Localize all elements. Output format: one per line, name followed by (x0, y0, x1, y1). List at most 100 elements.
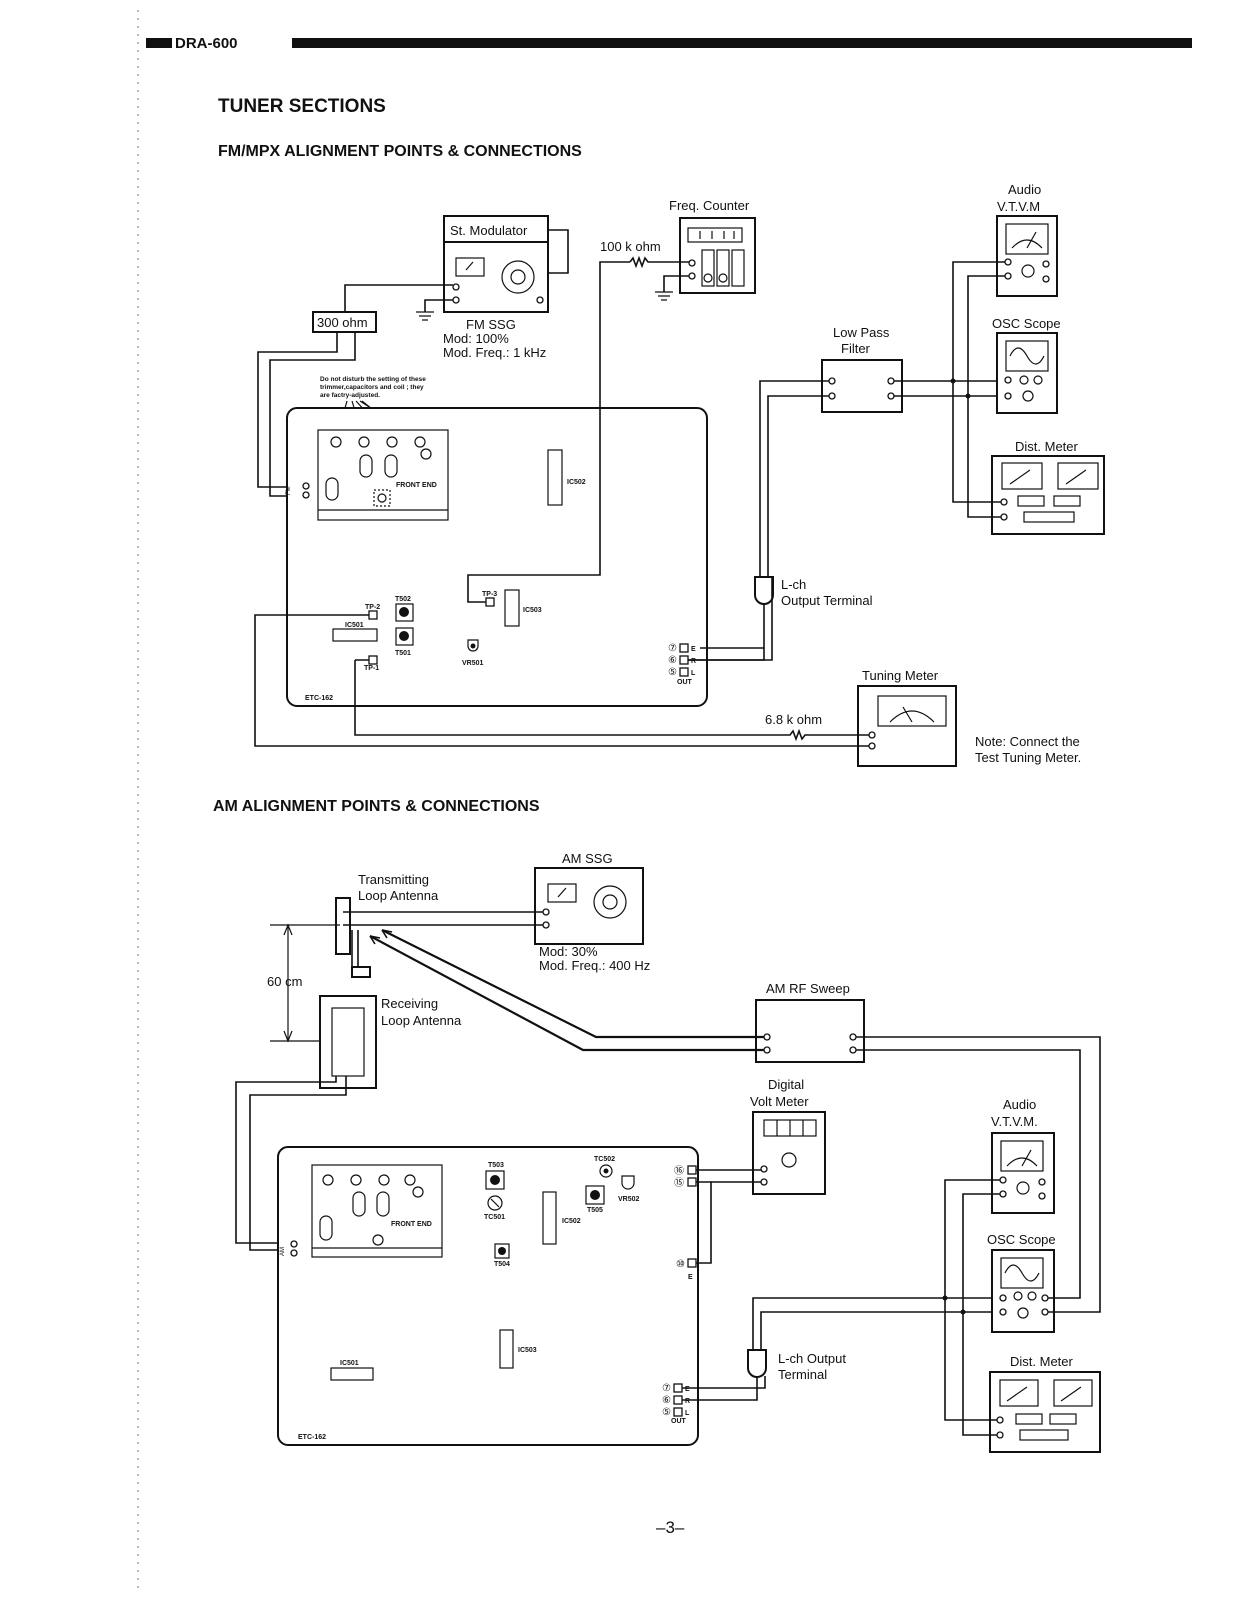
fm-input-pin: FM (286, 486, 292, 495)
am-ssg-meter-icon (547, 883, 577, 903)
tp1-test-point (368, 655, 378, 665)
tuning-meter-unit: Tuning Meter (857, 668, 957, 767)
sine-wave-icon (1009, 347, 1045, 365)
fm-audio-vtvm-label-2: V.T.V.M (997, 199, 1040, 214)
am-audio-vtvm-unit: Audio V.T.V.M. (991, 1097, 1055, 1214)
vr502-trimmer-icon (621, 1175, 635, 1190)
t504-label: T504 (494, 1261, 510, 1268)
tx-loop-label-1: Transmitting (358, 872, 429, 887)
am-osc-label: OSC Scope (987, 1232, 1056, 1247)
fm-ssg-unit: St. Modulator FM SSG Mod: 100% Mod. Freq… (443, 215, 569, 360)
ic501-chip (332, 628, 378, 642)
rx-loop-label-2: Loop Antenna (381, 1013, 462, 1028)
tp2-label: TP-2 (365, 604, 380, 611)
trimmer-icon (420, 448, 432, 460)
am-ic501-label: IC501 (340, 1360, 359, 1367)
tp3-label: TP-3 (482, 591, 497, 598)
fm-osc-label: OSC Scope (992, 316, 1061, 331)
svg-text:E: E (688, 1274, 693, 1281)
resistor-icon (629, 255, 689, 269)
digital-volt-meter-unit: Digital Volt Meter (750, 1077, 826, 1195)
tx-loop-label-2: Loop Antenna (358, 888, 439, 903)
t503-coil (485, 1170, 505, 1190)
t501-coil (395, 627, 414, 646)
am-ic503-label: IC503 (518, 1347, 537, 1354)
page-number: –3– (656, 1518, 685, 1537)
svg-text:⑦: ⑦ (662, 1383, 671, 1394)
am-ssg-mod: Mod: 30% (539, 944, 598, 959)
dvm-label-2: Volt Meter (750, 1094, 809, 1109)
fm-audio-vtvm-label-1: Audio (1008, 182, 1041, 197)
am-input-pin: AM (280, 1247, 286, 1256)
tc501-trimmer-icon (487, 1195, 503, 1211)
t505-label: T505 (587, 1207, 603, 1214)
am-ssg-unit: AM SSG Mod: 30% Mod. Freq.: 400 Hz (534, 851, 650, 973)
am-front-end-label: FRONT END (391, 1221, 432, 1228)
sine-wave-icon (1004, 1264, 1040, 1282)
fm-pcb-board (286, 407, 708, 707)
svg-text:L: L (685, 1410, 690, 1417)
vr501-trimmer-icon (467, 639, 479, 652)
am-ssg-dial-icon (593, 885, 627, 919)
distance-label: 60 cm (267, 974, 302, 989)
svg-text:⑦: ⑦ (668, 643, 677, 654)
svg-text:E: E (691, 646, 696, 653)
trimmer-icon (330, 436, 342, 448)
rx-loop-label-1: Receiving (381, 996, 438, 1011)
tuning-resistor-label: 6.8 k ohm (765, 712, 822, 727)
t505-coil (585, 1185, 605, 1205)
lpf-label-2: Filter (841, 341, 871, 356)
t504-coil (494, 1243, 510, 1259)
fm-ssg-dial-icon (501, 260, 535, 294)
t502-label: T502 (395, 596, 411, 603)
svg-text:⑤: ⑤ (668, 667, 677, 678)
dvm-label-1: Digital (768, 1077, 804, 1092)
am-dist-meter-unit: Dist. Meter (989, 1354, 1101, 1453)
am-ssg-name: AM SSG (562, 851, 613, 866)
tc501-label: TC501 (484, 1214, 505, 1221)
am-ic502-chip (542, 1191, 557, 1245)
coil-icon (377, 493, 387, 503)
am-board-test-pins: ⑯ ⑮ ⑩ E (674, 1165, 697, 1281)
am-section-title: AM ALIGNMENT POINTS & CONNECTIONS (213, 798, 540, 815)
tp2-test-point (368, 610, 378, 620)
svg-text:⑯: ⑯ (674, 1165, 684, 1177)
svg-text:L: L (691, 670, 696, 677)
fm-lch-label-2: Output Terminal (781, 593, 873, 608)
vr502-label: VR502 (618, 1196, 640, 1203)
tc502-trimmer-icon (599, 1164, 613, 1178)
fm-osc-scope-unit: OSC Scope (992, 316, 1061, 414)
am-ssg-freq: Mod. Freq.: 400 Hz (539, 958, 650, 973)
st-modulator-label: St. Modulator (450, 223, 528, 238)
svg-text:R: R (691, 658, 696, 665)
trimmer-icon (358, 436, 370, 448)
svg-text:⑩: ⑩ (676, 1259, 685, 1270)
am-dist-label: Dist. Meter (1010, 1354, 1074, 1369)
am-lch-label-2: Terminal (778, 1367, 827, 1382)
svg-text:⑤: ⑤ (662, 1407, 671, 1418)
ground-symbol (655, 291, 673, 301)
fm-ssg-meter-icon (455, 257, 485, 277)
rx-loop-antenna-icon (319, 995, 377, 1089)
warning-line-2: trimmer,capacitors and coil ; they (320, 384, 424, 391)
header-bar: DRA-600 (146, 35, 1192, 52)
low-pass-filter-unit: Low Pass Filter (821, 325, 903, 413)
warning-line-1: Do not disturb the setting of these (320, 376, 426, 383)
ic502-chip (547, 449, 563, 506)
tp1-label: TP-1 (364, 665, 379, 672)
fm-ssg-freq: Mod. Freq.: 1 kHz (443, 345, 546, 360)
am-ic503-chip (499, 1329, 514, 1369)
ic503-label: IC503 (523, 607, 542, 614)
am-ic501-chip (330, 1367, 374, 1381)
am-osc-scope-unit: OSC Scope (987, 1232, 1056, 1333)
trimmer-icon (386, 436, 398, 448)
t501-label: T501 (395, 650, 411, 657)
tp3-test-point (485, 597, 495, 607)
am-audio-vtvm-label-1: Audio (1003, 1097, 1036, 1112)
fm-dist-meter-unit: Dist. Meter (991, 439, 1105, 535)
ic502-label: IC502 (567, 479, 586, 486)
svg-text:R: R (685, 1398, 690, 1405)
am-ic502-label: IC502 (562, 1218, 581, 1225)
note-line-2: Test Tuning Meter. (975, 750, 1081, 765)
fm-board-id: ETC-162 (305, 695, 333, 702)
